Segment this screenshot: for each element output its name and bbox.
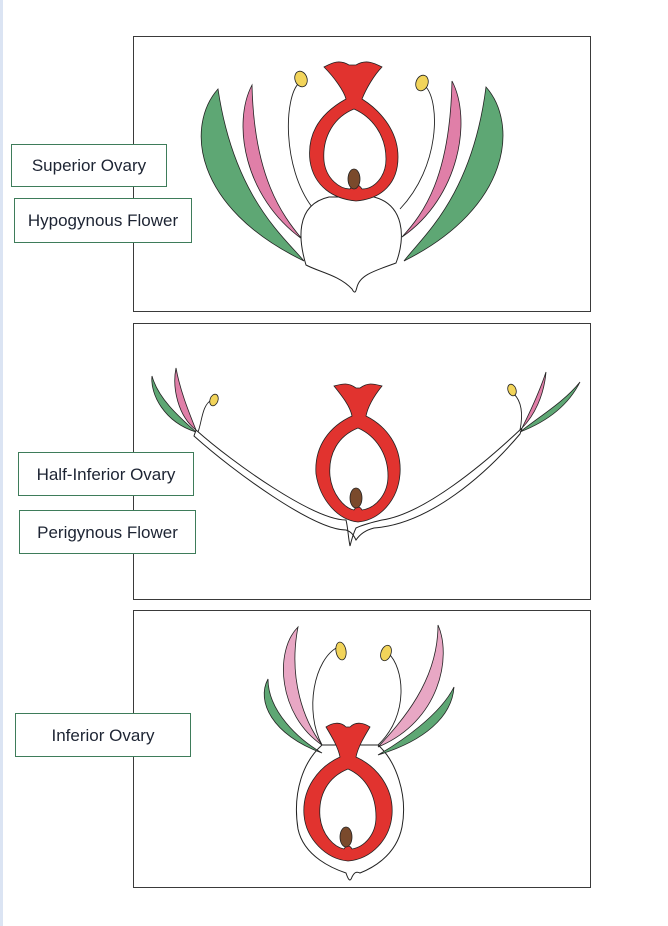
stamen-filament-right (377, 652, 402, 746)
panel-perigynous (133, 323, 591, 600)
stamen-filament-left (312, 646, 339, 746)
sepal-left (200, 88, 305, 262)
hypogynous-flower-diagram (200, 61, 504, 293)
anther-right (507, 383, 517, 397)
sepal-left (263, 678, 323, 754)
receptacle (300, 196, 402, 293)
hypanthium-cup (193, 427, 523, 547)
stamen-filament-right (399, 86, 435, 210)
anther-right (415, 74, 429, 92)
panel-hypogynous (133, 36, 591, 312)
label-half-inferior-ovary: Half-Inferior Ovary (18, 452, 194, 496)
label-perigynous-flower: Perigynous Flower (19, 510, 196, 554)
petal-right (521, 371, 547, 429)
label-superior-ovary: Superior Ovary (11, 144, 167, 187)
ovule (349, 487, 363, 509)
perigynous-flower-diagram (151, 367, 581, 547)
sepal-right (403, 86, 504, 262)
petal-left (174, 367, 197, 432)
anther-right (380, 644, 392, 662)
page-left-rule (0, 0, 3, 926)
stamen-filament-left (287, 82, 313, 208)
sepal-right (377, 686, 455, 756)
label-inferior-ovary: Inferior Ovary (15, 713, 191, 757)
ovule (339, 826, 353, 848)
stamen-filament-left (197, 399, 213, 433)
sepal-left (151, 375, 197, 433)
sepal-right (519, 381, 581, 433)
anther-left (209, 393, 219, 407)
anther-left (335, 641, 347, 661)
epigynous-flower-diagram (263, 624, 455, 881)
petal-right (377, 624, 444, 748)
label-hypogynous-flower: Hypogynous Flower (14, 198, 192, 243)
panel-epigynous (133, 610, 591, 888)
anther-left (294, 70, 308, 88)
stamen-filament-right (513, 393, 523, 431)
ovule (347, 168, 361, 190)
